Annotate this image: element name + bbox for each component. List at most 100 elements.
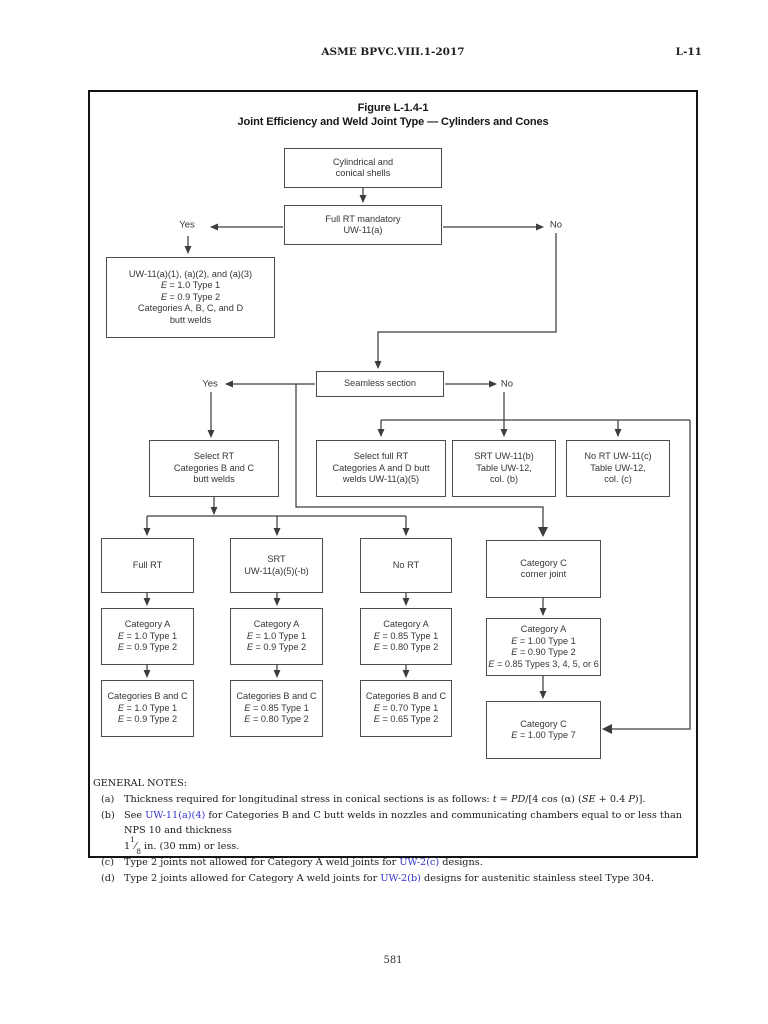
flow-box-line: conical shells bbox=[335, 168, 391, 178]
note-segment: See bbox=[124, 809, 146, 821]
branch-label-yes-2: Yes bbox=[201, 378, 219, 390]
flow-box-line: Table UW-12, bbox=[476, 462, 532, 473]
flow-box-line: E = 0.85 Type 1 bbox=[244, 702, 309, 713]
note-item: (b)See UW-11(a)(4) for Categories B and … bbox=[93, 808, 693, 855]
flow-box-line: E = 1.00 Type 7 bbox=[511, 730, 576, 740]
flow-box-line: Select RT bbox=[193, 451, 235, 462]
figure-title: Figure L-1.4-1 bbox=[357, 102, 429, 114]
flow-box-line: SRT bbox=[267, 554, 286, 564]
note-segment: ⁄ bbox=[134, 841, 137, 853]
flow-box-line: Categories B and C bbox=[173, 462, 255, 473]
flow-box-line: UW-11(a)(5)(-b) bbox=[244, 565, 309, 576]
flow-box-line: Table UW-12, bbox=[590, 462, 646, 473]
note-segment: t bbox=[492, 793, 497, 805]
flow-box-line: E = 1.0 Type 1 bbox=[160, 280, 221, 291]
header-page-label: L-11 bbox=[675, 46, 702, 58]
note-item: (a)Thickness required for longitudinal s… bbox=[93, 792, 693, 808]
flow-box-line: Categories A, B, C, and D bbox=[137, 303, 244, 314]
flow-box-line: E = 0.80 Type 2 bbox=[373, 642, 439, 653]
flow-box-line: Select full RT bbox=[353, 451, 409, 462]
page-number: 581 bbox=[383, 955, 403, 966]
flow-box-line: Category A bbox=[383, 619, 429, 630]
branch-label-no-2: No bbox=[499, 378, 515, 390]
note-segment: /[4 cos (α) ( bbox=[525, 793, 582, 805]
notes-heading: GENERAL NOTES: bbox=[93, 778, 188, 789]
flow-box-line: col. (b) bbox=[489, 474, 519, 485]
flow-box-line: E = 0.85 Type 1 bbox=[373, 630, 439, 641]
ref-link[interactable]: UW-11(a)(4) bbox=[145, 809, 206, 821]
flow-box-line: Category A bbox=[520, 624, 567, 634]
flow-box-line: E = 0.9 Type 2 bbox=[246, 642, 307, 653]
flow-box-line: Full RT mandatory bbox=[325, 213, 401, 224]
flow-box-line: Cylindrical and bbox=[332, 156, 394, 167]
note-segment: 1 bbox=[130, 834, 135, 844]
note-text: Type 2 joints not allowed for Category A… bbox=[124, 855, 693, 871]
flow-box-line: UW-11(a) bbox=[343, 225, 383, 235]
note-segment: Type 2 joints not allowed for Category A… bbox=[124, 856, 400, 868]
note-item: (c)Type 2 joints not allowed for Categor… bbox=[93, 855, 693, 871]
flow-box-line: butt welds bbox=[193, 474, 235, 485]
note-segment: Thickness required for longitudinal stre… bbox=[124, 793, 493, 805]
flow-box-line: SRT UW-11(b) bbox=[474, 451, 534, 462]
note-label: (d) bbox=[101, 872, 115, 884]
flow-box-line: E = 0.90 Type 2 bbox=[511, 647, 576, 657]
note-label: (b) bbox=[101, 809, 115, 821]
flow-box-line: Categories B and C bbox=[107, 691, 188, 702]
flow-box-line: E = 0.85 Types 3, 4, 5, or 6 bbox=[488, 658, 599, 669]
header-title: ASME BPVC.VIII.1-2017 bbox=[321, 46, 465, 58]
flow-box-line: Category A bbox=[124, 619, 171, 630]
note-segment: P bbox=[628, 793, 635, 805]
note-text: Thickness required for longitudinal stre… bbox=[124, 792, 693, 808]
flow-box-line: E = 0.80 Type 2 bbox=[244, 714, 309, 725]
flow-box-line: Seamless section bbox=[343, 378, 416, 389]
note-segment: designs. bbox=[439, 856, 483, 868]
general-notes: GENERAL NOTES: (a)Thickness required for… bbox=[93, 776, 693, 887]
flow-box-line: Categories A and D butt bbox=[332, 462, 430, 473]
flow-box-no-rt-uw11c: No RT UW-11(c)Table UW-12,col. (c) bbox=[566, 440, 670, 497]
flow-box-line: E = 0.9 Type 2 bbox=[160, 291, 221, 302]
figure-subtitle: Joint Efficiency and Weld Joint Type — C… bbox=[237, 116, 549, 128]
flow-box-line: E = 1.00 Type 1 bbox=[511, 635, 576, 646]
flow-box-full-rt: Full RT bbox=[101, 538, 194, 593]
note-segment: in. (30 mm) or less. bbox=[140, 841, 240, 853]
flow-box-line: corner joint bbox=[520, 569, 567, 579]
flow-box-uw11a-butt-welds: UW-11(a)(1), (a)(2), and (a)(3)E = 1.0 T… bbox=[106, 257, 275, 338]
note-text: Type 2 joints allowed for Category A wel… bbox=[124, 871, 693, 887]
flow-box-line: No RT UW-11(c) bbox=[584, 451, 652, 462]
notes-list: (a)Thickness required for longitudinal s… bbox=[93, 792, 693, 887]
flow-box-line: E = 1.0 Type 1 bbox=[117, 702, 178, 713]
flow-box-srt-uw11b: SRT UW-11(b)Table UW-12,col. (b) bbox=[452, 440, 556, 497]
flow-box-line: butt welds bbox=[169, 314, 212, 325]
flow-box-line: E = 1.0 Type 1 bbox=[117, 630, 178, 641]
flow-box-line: E = 0.70 Type 1 bbox=[373, 702, 439, 713]
flow-box-no-rt: No RT bbox=[360, 538, 452, 593]
flow-box-line: Full RT bbox=[132, 559, 163, 570]
note-segment: PD bbox=[510, 793, 526, 805]
flow-box-seamless-section: Seamless section bbox=[316, 371, 444, 397]
branch-label-no-1: No bbox=[548, 219, 564, 231]
flow-box-line: Categories B and C bbox=[365, 691, 447, 702]
ref-link[interactable]: UW-2(c) bbox=[399, 856, 440, 868]
branch-label-yes-1: Yes bbox=[178, 219, 196, 231]
note-segment: = bbox=[496, 793, 511, 805]
flow-box-line: col. (c) bbox=[604, 474, 632, 485]
ref-link[interactable]: UW-2(b) bbox=[380, 872, 421, 884]
note-segment: Type 2 joints allowed for Category A wel… bbox=[124, 872, 381, 884]
flow-box-line: Category C bbox=[520, 718, 567, 729]
note-segment: 1 bbox=[124, 841, 131, 853]
flow-box-line: E = 0.9 Type 2 bbox=[117, 642, 178, 653]
note-item: (d) Type 2 joints allowed for Category A … bbox=[93, 871, 693, 887]
